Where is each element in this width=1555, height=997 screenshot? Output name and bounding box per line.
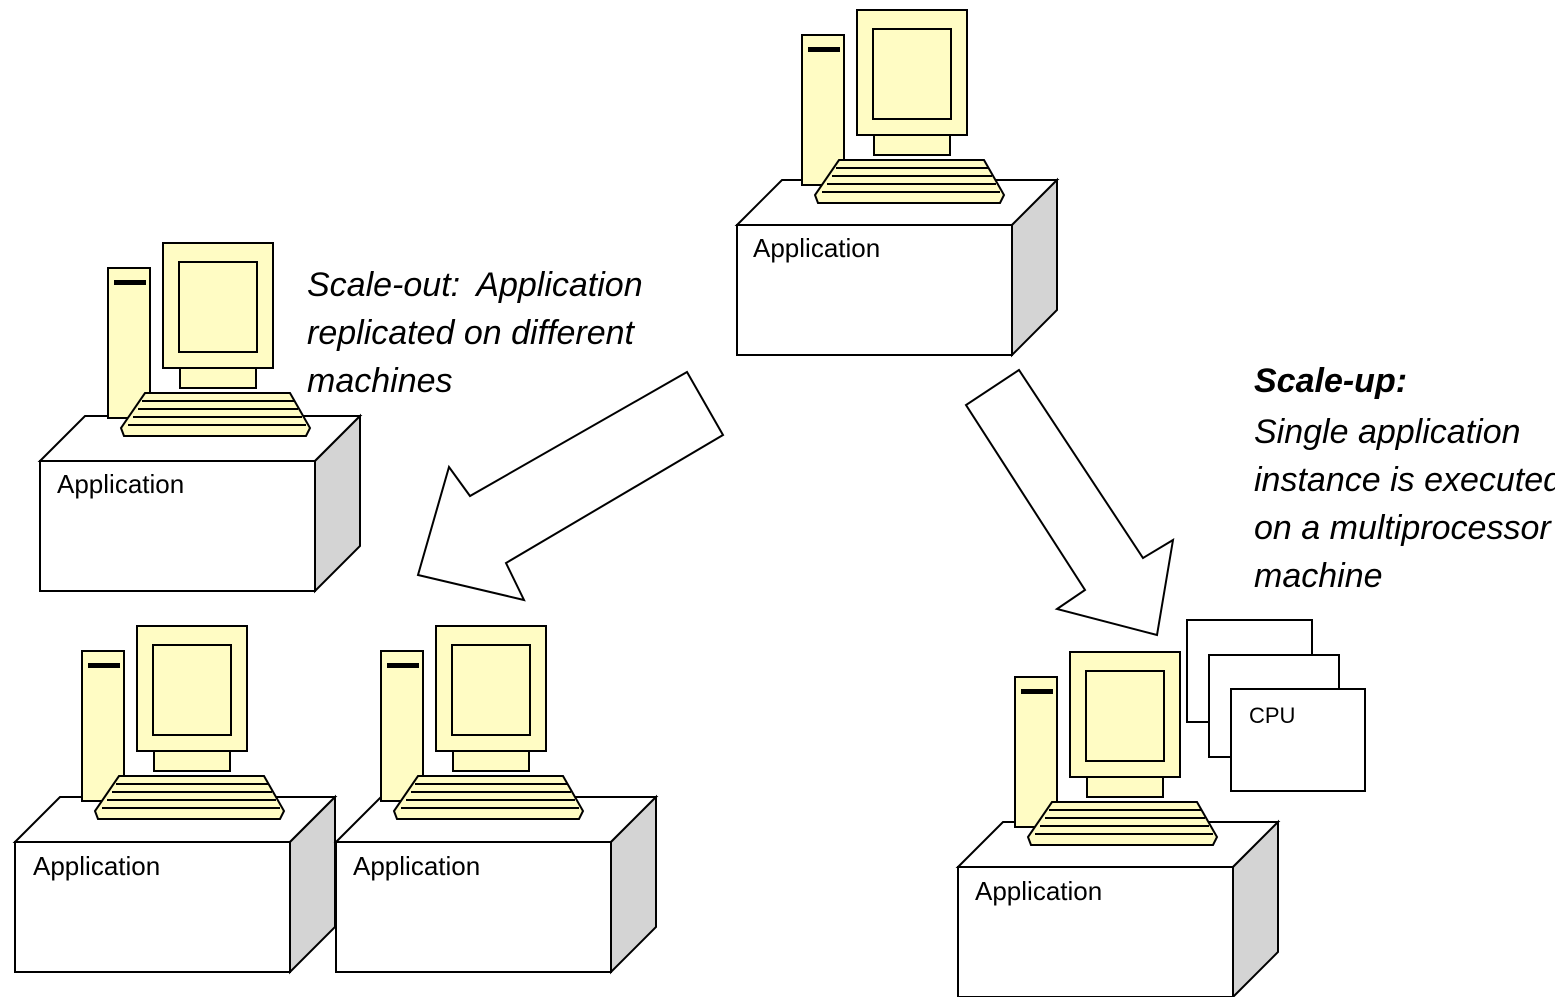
machine-left-pair-1: Application	[14, 625, 336, 973]
scale-up-line1: Single application	[1254, 413, 1521, 451]
cpu-stack: CPU	[1186, 619, 1366, 792]
machine-right-label: Application	[975, 876, 1102, 906]
computer-left-pair-1-icon	[81, 625, 285, 820]
svg-text:Scale-out: Application: Scale-out: Application	[307, 266, 643, 304]
computer-left-pair-2-icon	[380, 625, 584, 820]
machine-top-box	[736, 179, 1058, 356]
machine-right: Application	[957, 651, 1279, 997]
scale-out-line1: Application	[474, 266, 642, 304]
scale-out-line3: machines	[307, 362, 453, 400]
scale-up-title: Scale-up:	[1254, 362, 1407, 400]
computer-top-icon	[801, 9, 1005, 204]
scale-up-note: Scale-up: Single application instance is…	[1254, 362, 1555, 595]
machine-top: Application	[736, 9, 1058, 356]
machine-left-pair-2: Application	[335, 625, 657, 973]
scale-up-arrow	[964, 368, 1175, 637]
scale-up-line3: on a multiprocessor	[1254, 509, 1552, 547]
machine-left-single-label: Application	[57, 469, 184, 499]
scale-up-line4: machine	[1254, 557, 1383, 595]
cpu-label: CPU	[1249, 703, 1295, 728]
scale-out-arrow	[416, 370, 725, 602]
cpu-card-front	[1230, 688, 1366, 792]
machine-left-pair-1-label: Application	[33, 851, 160, 881]
machine-left-pair-2-label: Application	[353, 851, 480, 881]
scale-up-line2: instance is executed	[1254, 461, 1555, 499]
machine-top-label: Application	[753, 233, 880, 263]
computer-left-single-icon	[107, 242, 311, 437]
scale-out-title: Scale-out:	[307, 266, 460, 304]
machine-right-box	[957, 821, 1279, 997]
machine-left-pair-2-box	[335, 796, 657, 973]
machine-left-single: Application	[39, 242, 361, 592]
scale-out-note: Scale-out: Application replicated on dif…	[307, 266, 643, 400]
machine-left-pair-1-box	[14, 796, 336, 973]
machine-left-single-box	[39, 415, 361, 592]
scale-out-line2: replicated on different	[307, 314, 636, 352]
